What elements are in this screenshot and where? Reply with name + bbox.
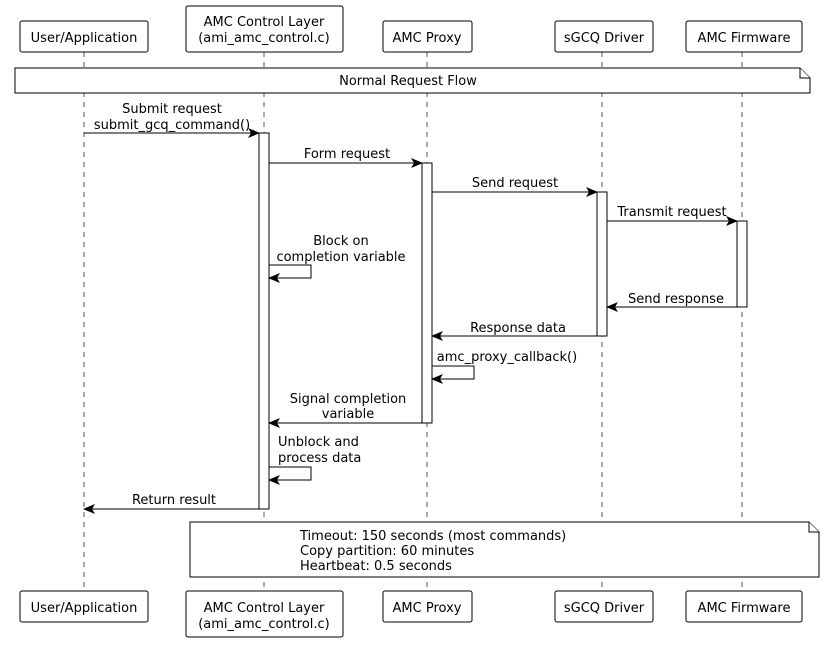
- participant-user-bottom: User/Application: [19, 590, 149, 623]
- message-label: Send request: [472, 176, 558, 191]
- message-label: Block on: [313, 234, 369, 249]
- message-form-request: Form request: [269, 147, 423, 168]
- participant-driver-label: sGCQ Driver: [564, 31, 645, 46]
- message-transmit-request: Transmit request: [607, 205, 738, 226]
- participant-user-top: User/Application: [19, 20, 149, 53]
- timeout-note-line: Copy partition: 60 minutes: [300, 544, 474, 559]
- message-signal-completion: Signal completion variable: [268, 392, 422, 428]
- message-arrow: [268, 264, 312, 283]
- message-send-request: Send request: [432, 176, 598, 197]
- message-label: amc_proxy_callback(): [437, 350, 577, 365]
- participant-control-bottom: AMC Control Layer (ami_amc_control.c): [185, 590, 344, 638]
- participant-proxy-bottom: AMC Proxy: [382, 590, 473, 623]
- participant-driver-top: sGCQ Driver: [554, 20, 654, 53]
- participant-control-top: AMC Control Layer (ami_amc_control.c): [185, 5, 344, 53]
- message-label: Return result: [132, 493, 216, 508]
- flow-note: Normal Request Flow: [14, 67, 811, 94]
- message-submit-request: Submit request submit_gcq_command(): [84, 102, 260, 138]
- message-label: Unblock and: [278, 435, 359, 450]
- message-proxy-callback: amc_proxy_callback(): [431, 350, 577, 384]
- participant-control-label: AMC Control Layer: [204, 15, 325, 30]
- message-label: submit_gcq_command(): [94, 118, 250, 133]
- participant-firmware-bottom: AMC Firmware: [685, 590, 803, 623]
- message-label: process data: [278, 451, 361, 466]
- participants-top: User/Application AMC Control Layer (ami_…: [19, 5, 803, 53]
- activation-bars: [258, 132, 748, 510]
- participants-bottom: User/Application AMC Control Layer (ami_…: [19, 590, 803, 638]
- message-label: Response data: [470, 321, 566, 336]
- participant-firmware-top: AMC Firmware: [685, 20, 803, 53]
- message-label: variable: [322, 407, 374, 422]
- participant-user-label: User/Application: [31, 31, 138, 46]
- participant-proxy-label: AMC Proxy: [393, 601, 462, 616]
- activation-driver: [596, 191, 608, 337]
- participant-firmware-label: AMC Firmware: [698, 601, 791, 616]
- activation-control: [258, 132, 270, 510]
- timeout-note: Timeout: 150 seconds (most commands) Cop…: [189, 521, 820, 578]
- message-return-result: Return result: [83, 493, 259, 514]
- message-block-on-completion: Block on completion variable: [268, 234, 406, 283]
- participant-firmware-label: AMC Firmware: [698, 31, 791, 46]
- participant-driver-label: sGCQ Driver: [564, 601, 645, 616]
- participant-user-label: User/Application: [31, 601, 138, 616]
- message-label: Signal completion: [290, 392, 407, 407]
- message-send-response: Send response: [606, 292, 737, 312]
- message-response-data: Response data: [431, 321, 597, 341]
- message-label: Transmit request: [616, 205, 726, 220]
- activation-proxy: [421, 162, 433, 424]
- message-arrow: [431, 365, 475, 384]
- participant-control-sublabel: (ami_amc_control.c): [198, 31, 330, 46]
- message-unblock: Unblock and process data: [268, 435, 361, 485]
- participant-proxy-top: AMC Proxy: [382, 20, 473, 53]
- message-label: Send response: [628, 292, 724, 307]
- participant-control-sublabel: (ami_amc_control.c): [198, 617, 330, 632]
- participant-driver-bottom: sGCQ Driver: [554, 590, 654, 623]
- message-label: Form request: [304, 147, 390, 162]
- activation-firmware: [736, 220, 748, 308]
- messages: Submit request submit_gcq_command() Form…: [83, 102, 738, 514]
- timeout-note-line: Timeout: 150 seconds (most commands): [299, 529, 566, 544]
- participant-control-label: AMC Control Layer: [204, 601, 325, 616]
- message-label: completion variable: [276, 250, 405, 265]
- message-arrow: [268, 466, 312, 485]
- timeout-note-line: Heartbeat: 0.5 seconds: [300, 559, 452, 574]
- flow-note-text: Normal Request Flow: [339, 74, 477, 89]
- message-label: Submit request: [122, 102, 222, 117]
- participant-proxy-label: AMC Proxy: [393, 31, 462, 46]
